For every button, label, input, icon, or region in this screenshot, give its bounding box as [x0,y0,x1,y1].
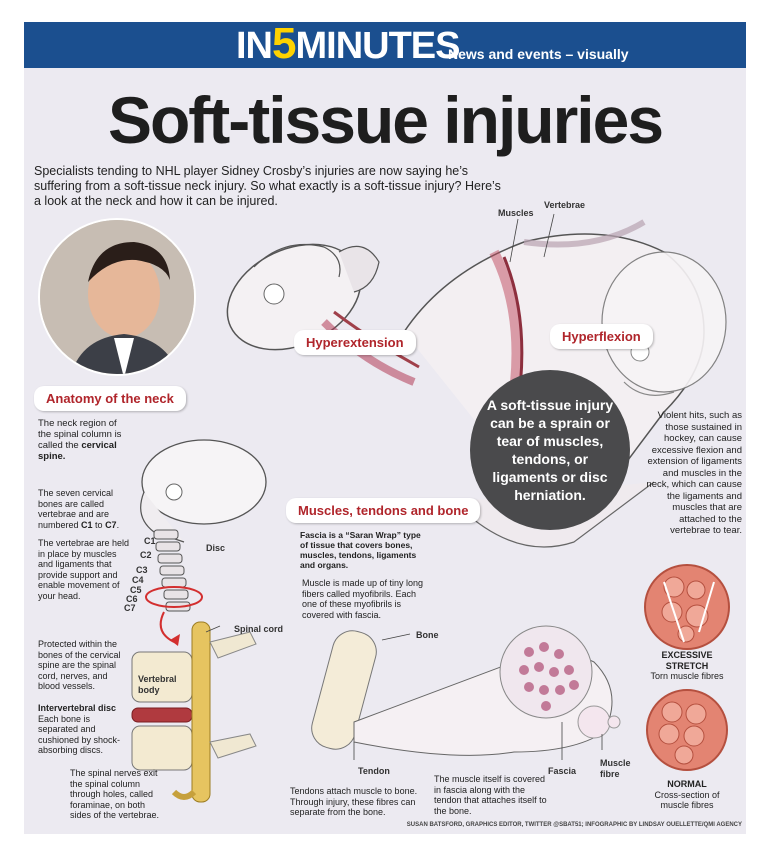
anatomy-intro: The neck region of the spinal column is … [38,418,122,462]
tag-hyperextension: Hyperextension [294,330,416,355]
tag-hyperflexion: Hyperflexion [550,324,653,349]
credit-line: SUSAN BATSFORD, GRAPHICS EDITOR, TWITTER… [406,822,742,828]
leader-lines [205,213,603,760]
tag-anatomy: Anatomy of the neck [34,386,186,411]
label-bone: Bone [416,630,439,640]
fascia-text: Fascia is a “Saran Wrap” type of tissue … [300,530,421,570]
brand-tagline: News and events – visually [448,46,629,62]
label-c4: C4 [132,575,144,585]
vertebral-body-illustration [131,621,257,803]
label-c7: C7 [124,603,136,613]
label-c2: C2 [140,550,152,560]
muscle-text: Muscle is made up of tiny long fibers ca… [302,578,424,620]
label-c3: C3 [136,565,148,575]
label-fascia: Fascia [548,766,577,776]
excessive-stretch-fibre-illustration [644,564,730,650]
page-title: Soft-tissue injuries [107,83,664,157]
portrait-image [40,220,194,374]
label-c5: C5 [130,585,142,595]
illustration-layer [131,213,730,803]
brand-in: IN [236,25,273,67]
label-muscles: Muscles [498,208,534,218]
anatomy-vertebrae: The seven cervical bones are called vert… [38,488,120,530]
muscle-bone-illustration [311,625,621,756]
header-banner: IN5MINUTES News and events – visually [24,22,746,68]
cervical-spine-skull-illustration [140,439,267,646]
label-c6: C6 [126,594,138,604]
muscle-covered-text: The muscle itself is covered in fascia a… [434,774,547,816]
brand-minutes: MINUTES [295,25,460,67]
infographic-sheet: IN5MINUTES News and events – visually So… [24,22,746,834]
label-spinal-cord: Spinal cord [234,624,284,634]
label-vertebral-body: Vertebral body [138,674,177,695]
anatomy-support: The vertebrae are held in place by muscl… [38,538,130,601]
hyperextension-skull-illustration [226,243,420,386]
soft-tissue-callout: A soft-tissue injury can be a sprain or … [470,370,630,530]
label-tendon: Tendon [358,766,390,776]
label-vertebrae: Vertebrae [544,200,586,210]
brand-logo: IN5MINUTES [236,22,460,68]
tag-muscles-section: Muscles, tendons and bone [286,498,481,523]
violent-hits-text: Violent hits, such as those sustained in… [646,410,742,536]
intro-paragraph: Specialists tending to NHL player Sidney… [34,164,501,208]
anatomy-protected: Protected within the bones of the cervic… [38,639,121,691]
player-portrait [38,218,196,376]
tendons-text: Tendons attach muscle to bone. Through i… [290,786,418,817]
anatomy-nerves: The spinal nerves exit the spinal column… [70,768,160,820]
label-muscle-fibre: Muscle fibre [600,758,631,779]
brand-number: 5 [272,22,297,68]
normal-fibre-illustration [646,689,728,771]
label-c1: C1 [144,536,156,546]
label-disc: Disc [206,543,226,553]
